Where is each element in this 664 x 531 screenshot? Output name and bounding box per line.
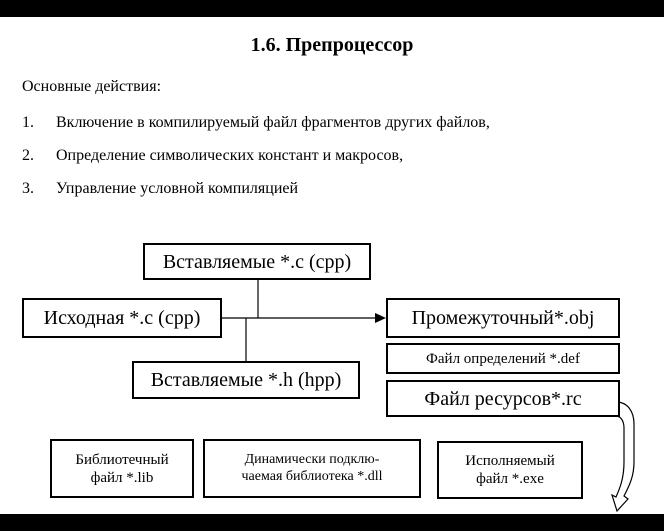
list-item-text: Включение в компилируемый файл фрагменто… (56, 114, 490, 131)
top-black-bar (0, 0, 664, 17)
resources-rc-box: Файл ресурсов*.rc (386, 380, 620, 417)
library-label-line2: файл *.lib (90, 469, 154, 486)
intermediate-obj-box: Промежуточный*.obj (386, 298, 620, 338)
bottom-black-bar (0, 514, 664, 531)
list-item: 1. Включение в компилируемый файл фрагмен… (22, 114, 490, 132)
executable-exe-box: Исполняемый файл *.exe (437, 441, 583, 499)
source-file-box: Исходная *.c (cpp) (22, 298, 222, 338)
list-item-text: Управление условной компиляцией (56, 180, 299, 197)
executable-label-line2: файл *.exe (476, 471, 544, 487)
list-item-text: Определение символических констант и мак… (56, 147, 404, 164)
intro-text: Основные действия: (22, 78, 162, 95)
list-item: 3. Управление условной компиляцией (22, 180, 298, 198)
included-h-box: Вставляемые *.h (hpp) (132, 361, 360, 399)
dynamic-dll-box: Динамически подклю- чаемая библиотека *.… (203, 439, 421, 498)
library-lib-box: Библиотечный файл *.lib (50, 439, 194, 498)
list-item: 2. Определение символических констант и м… (22, 147, 403, 165)
definitions-def-box: Файл определений *.def (386, 343, 620, 374)
included-c-box: Вставляемые *.c (cpp) (143, 243, 371, 280)
list-item-number: 1. (22, 114, 34, 131)
dynamic-label-line2: чаемая библиотека *.dll (241, 468, 383, 484)
dynamic-label-line1: Динамически подклю- (244, 451, 380, 467)
library-label-line1: Библиотечный (75, 451, 169, 468)
arrow-head (375, 313, 386, 323)
list-item-number: 2. (22, 147, 34, 164)
hook-arrow (611, 401, 635, 513)
list-item-number: 3. (22, 180, 34, 197)
page-title: 1.6. Препроцессор (250, 34, 414, 56)
executable-label-line1: Исполняемый (465, 453, 555, 469)
